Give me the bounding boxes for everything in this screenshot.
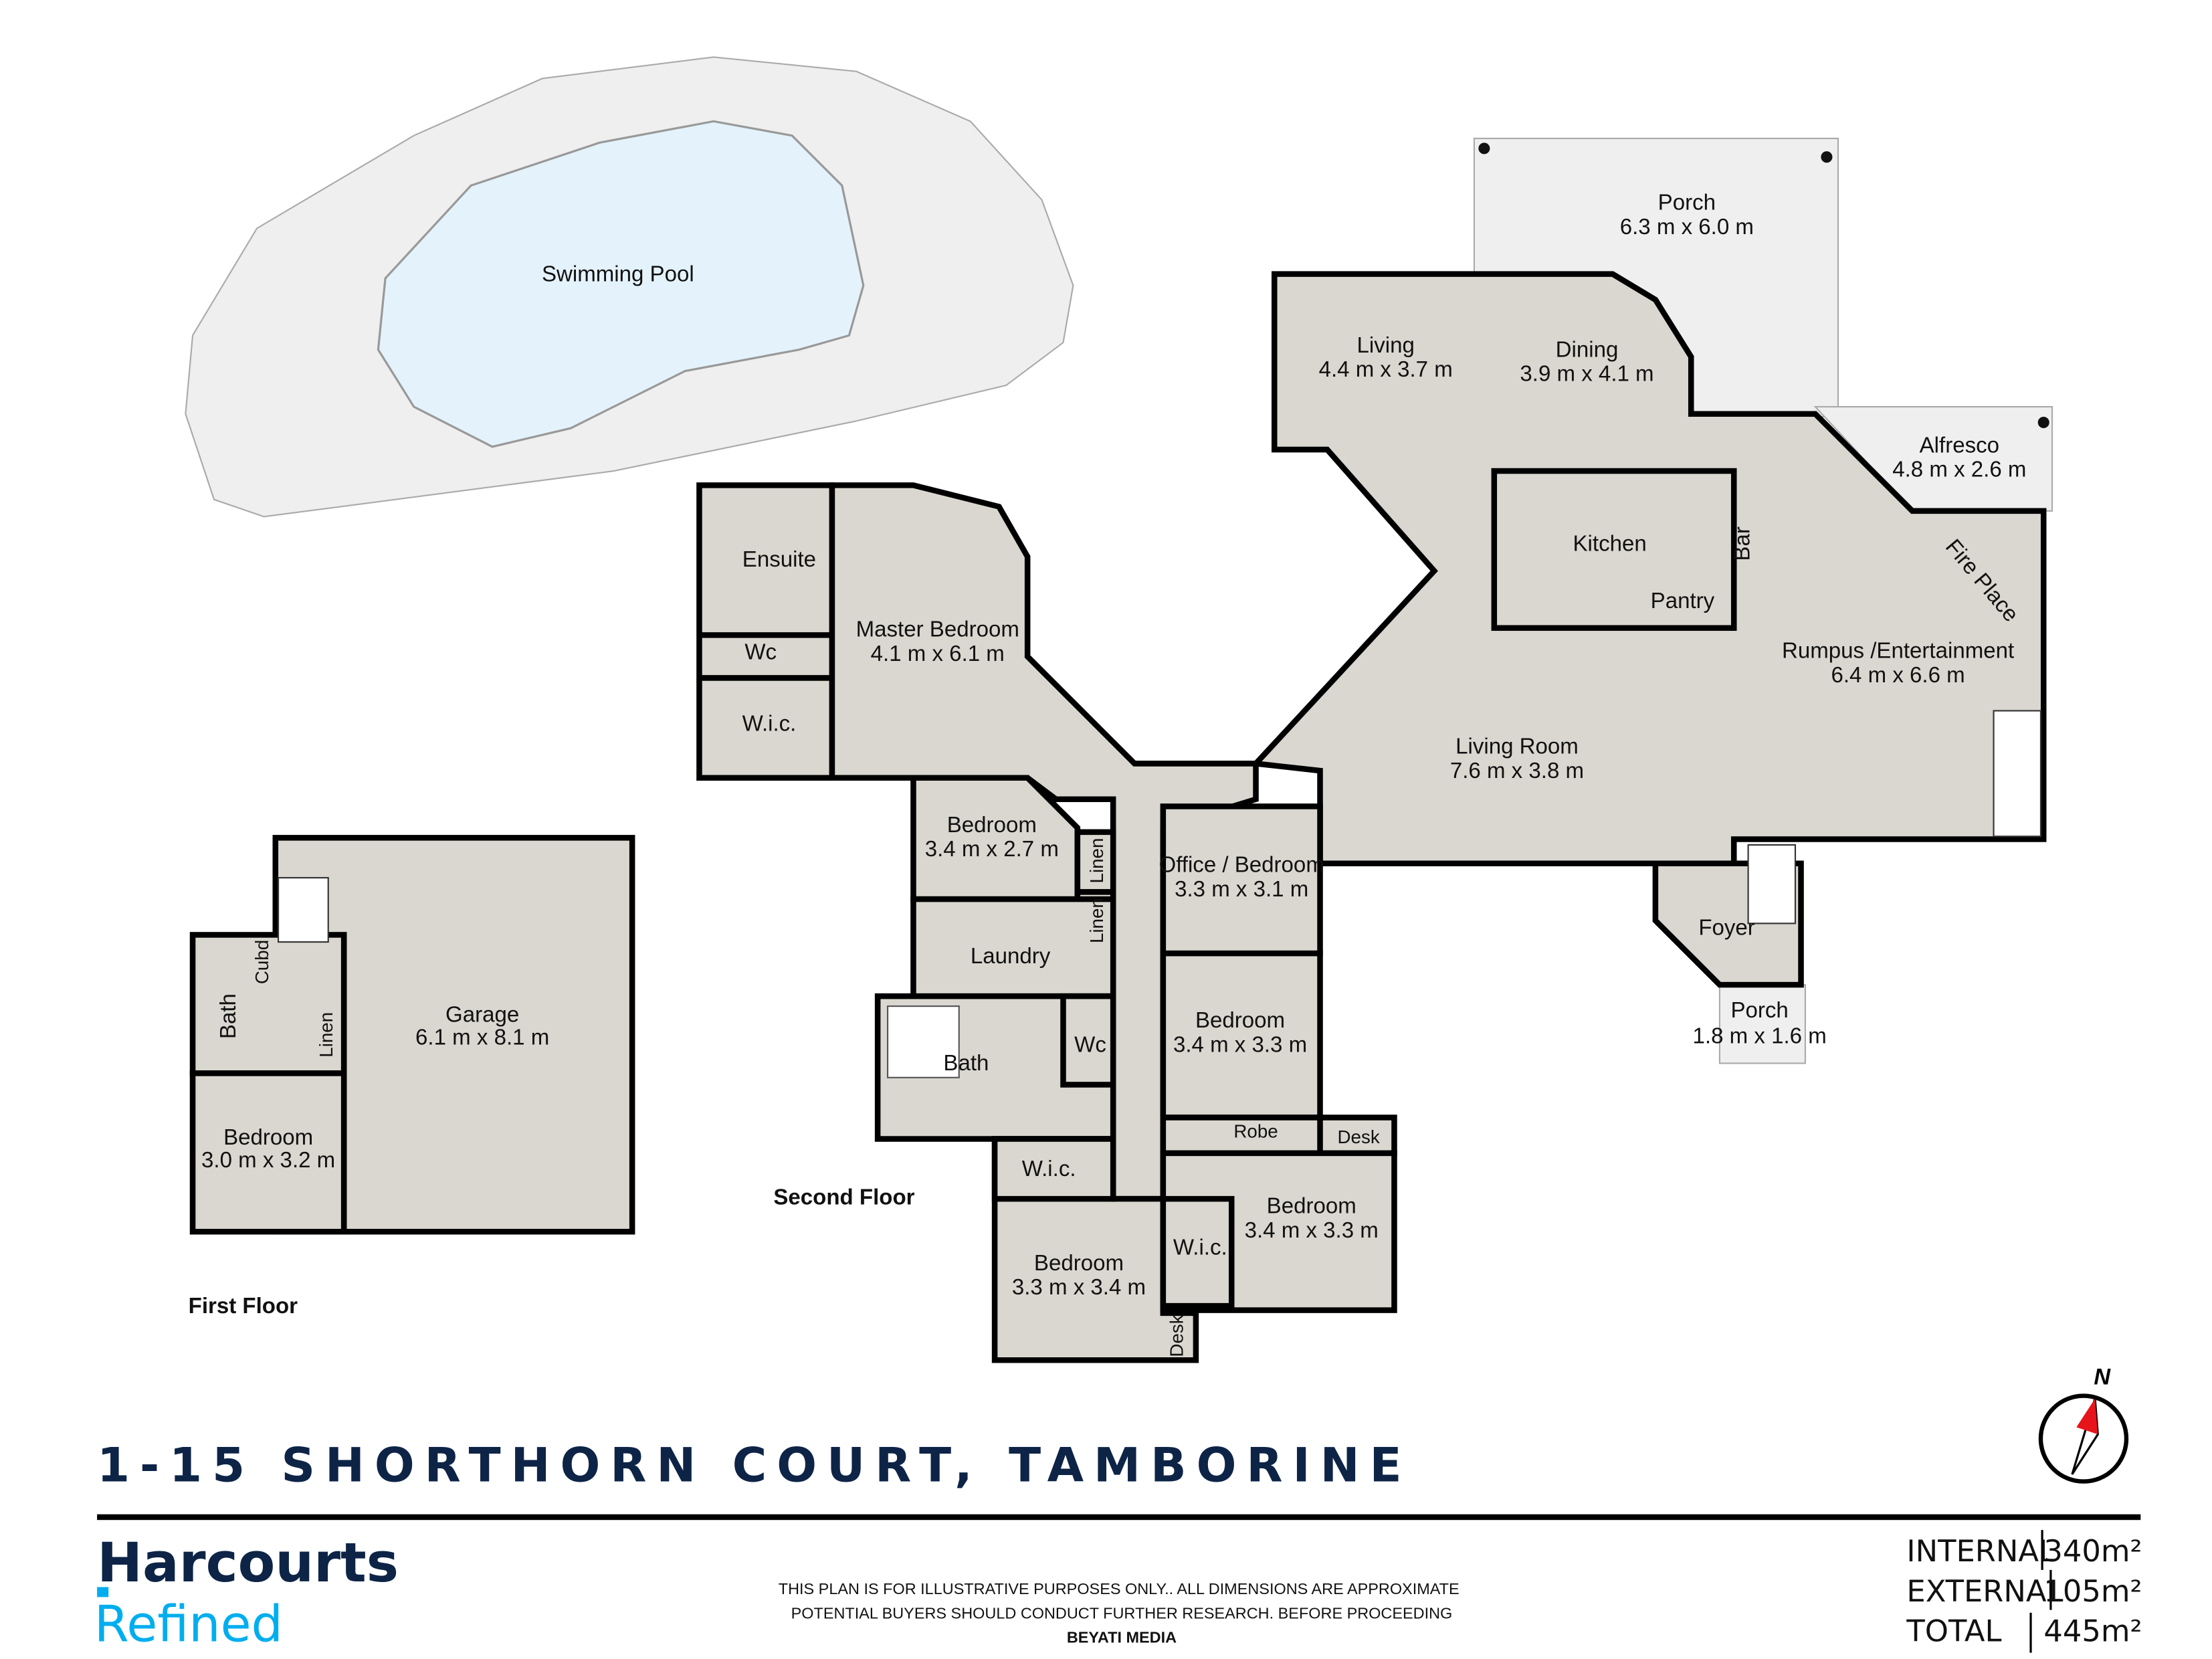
label-text: Living Room	[1455, 734, 1579, 759]
label-text: Bar	[1730, 526, 1755, 561]
wc-2	[1060, 993, 1116, 1088]
disclaimer-line-1: THIS PLAN IS FOR ILLUSTRATIVE PURPOSES O…	[779, 1580, 1460, 1597]
wic-2	[991, 1136, 1116, 1202]
pool-label: Swimming Pool	[542, 262, 694, 286]
label-text: 3.3 m x 3.4 m	[1012, 1275, 1146, 1300]
divider	[97, 1514, 2141, 1521]
label-text: Bedroom	[1034, 1251, 1124, 1276]
label-text: 445m²	[2043, 1614, 2142, 1649]
label-text: Bath	[216, 993, 241, 1039]
label-text: 6.1 m x 8.1 m	[415, 1026, 549, 1050]
label-text: 4.8 m x 2.6 m	[1892, 458, 2026, 482]
laundry	[910, 896, 1116, 999]
label-text: Rumpus /Entertainment	[1782, 639, 2014, 664]
brand-name: Harcourts	[97, 1532, 399, 1595]
label-text: 4.4 m x 3.7 m	[1319, 357, 1453, 382]
label-text: 3.3 m x 3.1 m	[1175, 877, 1308, 902]
label-text: INTERNAL	[1906, 1533, 2055, 1569]
label-text: Wc	[1074, 1032, 1106, 1057]
robe-desk	[1160, 1114, 1397, 1157]
label-text: Wc	[744, 640, 777, 665]
label-text: Laundry	[971, 944, 1051, 969]
label-text: Bath	[943, 1051, 989, 1076]
label-text: Ensuite	[742, 547, 816, 572]
label-text: Porch	[1730, 998, 1788, 1023]
label-text: Garage	[445, 1003, 519, 1028]
label-text: 3.4 m x 2.7 m	[925, 837, 1059, 862]
label-text: W.i.c.	[1022, 1157, 1076, 1181]
label-text: 4.1 m x 6.1 m	[871, 642, 1005, 666]
label-text: 3.0 m x 3.2 m	[201, 1148, 335, 1173]
porch-front	[1718, 984, 1806, 1064]
label-text: Cubd	[252, 940, 272, 984]
linen-1	[1074, 829, 1116, 895]
label-text: Bedroom	[1267, 1193, 1356, 1218]
label-text: 105m²	[2043, 1573, 2142, 1609]
label-text: Bedroom	[947, 813, 1037, 838]
label-text: Alfresco	[1920, 433, 1999, 458]
label-text: 3.4 m x 3.3 m	[1173, 1032, 1307, 1057]
area-summary: INTERNAL 340m² EXTERNAL 105m² TOTAL 445m…	[1906, 1530, 2142, 1653]
label-text: 3.4 m x 3.3 m	[1245, 1218, 1379, 1243]
label-text: 7.6 m x 3.8 m	[1450, 759, 1584, 783]
label-text: Bedroom	[1195, 1008, 1285, 1033]
label-text: Foyer	[1698, 915, 1754, 940]
label-text: Linen	[1086, 838, 1107, 884]
swimming-pool	[377, 120, 865, 448]
label-text: Desk	[1167, 1314, 1187, 1357]
label-text: Linen	[1086, 898, 1107, 943]
label-text: TOTAL	[1906, 1614, 2001, 1649]
label-text: 6.3 m x 6.0 m	[1620, 215, 1754, 239]
label-text: 1.8 m x 1.6 m	[1693, 1024, 1827, 1049]
label-text: 3.9 m x 4.1 m	[1520, 362, 1653, 387]
label-text: 340m²	[2043, 1533, 2142, 1569]
label-text: EXTERNAL	[1906, 1573, 2063, 1609]
label-text: 6.4 m x 6.6 m	[1831, 663, 1965, 688]
first-floor-label: First Floor	[189, 1294, 298, 1319]
label-text: Robe	[1233, 1120, 1278, 1141]
label-text: Kitchen	[1573, 532, 1647, 557]
second-floor-label: Second Floor	[773, 1185, 914, 1210]
label-text: Dining	[1556, 337, 1619, 362]
label-text: Master Bedroom	[856, 617, 1019, 642]
bedroom-6	[189, 1070, 347, 1235]
label-text: Porch	[1658, 191, 1716, 215]
label-text: W.i.c.	[742, 711, 797, 736]
ensuite-block	[696, 482, 835, 781]
label-text: Bedroom	[223, 1125, 313, 1150]
wic-3	[1160, 1195, 1235, 1309]
label-text: Office / Bedroom	[1159, 853, 1324, 878]
office	[1160, 803, 1323, 957]
disclaimer-line-3: BEYATI MEDIA	[1067, 1629, 1177, 1646]
brand-sub: Refined	[94, 1595, 283, 1654]
label-text: Desk	[1338, 1127, 1380, 1147]
property-title: 1-15 SHORTHORN COURT, TAMBORINE	[97, 1438, 1411, 1493]
label-text: Linen	[316, 1012, 336, 1058]
label-text: Pantry	[1651, 589, 1715, 613]
compass-icon: N	[2038, 1365, 2129, 1484]
label-text: W.i.c.	[1173, 1235, 1227, 1260]
label-text: Living	[1356, 333, 1414, 358]
north-label: N	[2094, 1365, 2111, 1390]
disclaimer-line-2: POTENTIAL BUYERS SHOULD CONDUCT FURTHER …	[791, 1604, 1453, 1622]
